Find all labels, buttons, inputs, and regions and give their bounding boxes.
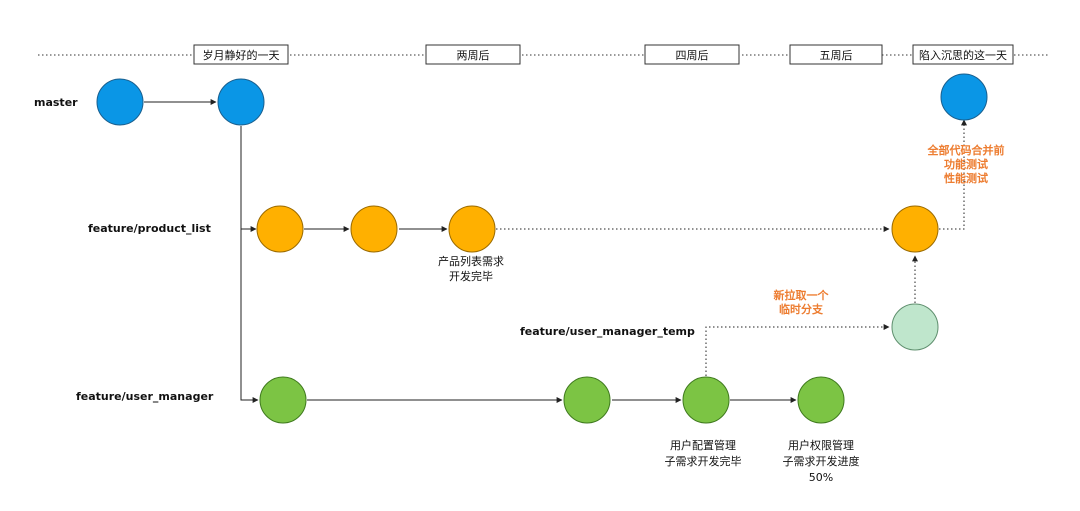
svg-text:五周后: 五周后 <box>820 49 853 62</box>
timeline-label-thinking-day: 陷入沉思的这一天 <box>912 44 1014 65</box>
timeline-label-week2: 两周后 <box>425 44 521 65</box>
note-config-done: 用户配置管理 子需求开发完毕 <box>665 438 742 468</box>
master-node-1 <box>96 78 144 126</box>
branch-label-master: master <box>34 96 78 109</box>
svg-text:产品列表需求: 产品列表需求 <box>438 254 504 268</box>
branch-label-user-manager-temp: feature/user_manager_temp <box>520 325 695 338</box>
usermgr-node-2 <box>563 376 611 424</box>
svg-text:子需求开发进度: 子需求开发进度 <box>783 454 860 468</box>
svg-text:用户配置管理: 用户配置管理 <box>670 438 736 452</box>
svg-text:50%: 50% <box>809 471 833 484</box>
svg-text:功能测试: 功能测试 <box>944 157 988 171</box>
svg-text:两周后: 两周后 <box>457 49 490 62</box>
svg-text:陷入沉思的这一天: 陷入沉思的这一天 <box>919 48 1007 62</box>
master-node-final <box>940 73 988 121</box>
annotation-merge-all: 全部代码合并前 功能测试 性能测试 <box>927 143 1005 185</box>
svg-text:新拉取一个: 新拉取一个 <box>774 288 830 302</box>
edge-usermgr-to-temp <box>705 324 890 376</box>
master-node-2 <box>217 78 265 126</box>
svg-text:岁月静好的一天: 岁月静好的一天 <box>203 48 280 62</box>
edge-master-to-usermgr <box>240 229 259 403</box>
svg-text:四周后: 四周后 <box>676 49 709 62</box>
svg-text:子需求开发完毕: 子需求开发完毕 <box>665 454 742 468</box>
usermgr-node-3 <box>682 376 730 424</box>
product-node-4 <box>891 205 939 253</box>
product-node-1 <box>256 205 304 253</box>
branch-label-user-manager: feature/user_manager <box>76 390 214 403</box>
svg-text:性能测试: 性能测试 <box>944 171 988 185</box>
product-node-3 <box>448 205 496 253</box>
usermgr-node-1 <box>259 376 307 424</box>
timeline-label-week4: 四周后 <box>644 44 740 65</box>
note-permission-progress: 用户权限管理 子需求开发进度 50% <box>783 438 860 484</box>
branch-label-product-list: feature/product_list <box>88 222 211 235</box>
timeline-label-day0: 岁月静好的一天 <box>193 44 289 65</box>
usermgr-node-4 <box>797 376 845 424</box>
timeline-label-week5: 五周后 <box>789 44 883 65</box>
note-product-done: 产品列表需求 开发完毕 <box>438 254 504 283</box>
svg-text:全部代码合并前: 全部代码合并前 <box>927 143 1005 157</box>
temp-node <box>891 303 939 351</box>
edge-product-to-master <box>939 119 967 230</box>
svg-text:临时分支: 临时分支 <box>779 302 824 316</box>
svg-text:开发完毕: 开发完毕 <box>449 269 493 283</box>
annotation-new-temp: 新拉取一个 临时分支 <box>774 288 830 316</box>
svg-text:用户权限管理: 用户权限管理 <box>788 438 854 452</box>
edge-master-to-product <box>240 126 257 232</box>
product-node-2 <box>350 205 398 253</box>
